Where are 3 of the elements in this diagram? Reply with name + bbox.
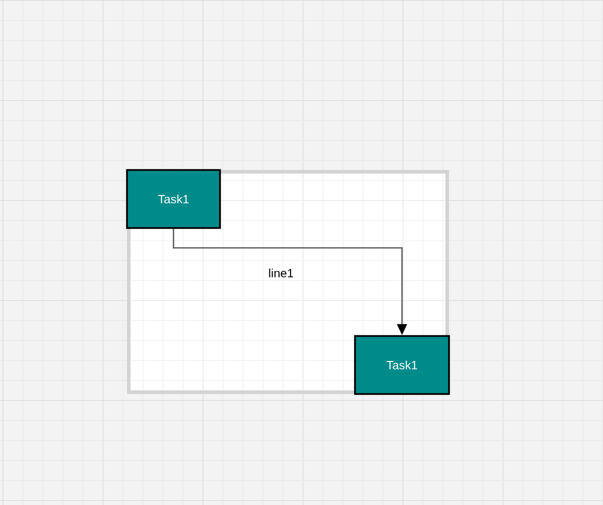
edge-label: line1 <box>269 268 294 278</box>
task-box: Task1 <box>354 335 450 395</box>
task-box: Task1 <box>126 169 221 229</box>
